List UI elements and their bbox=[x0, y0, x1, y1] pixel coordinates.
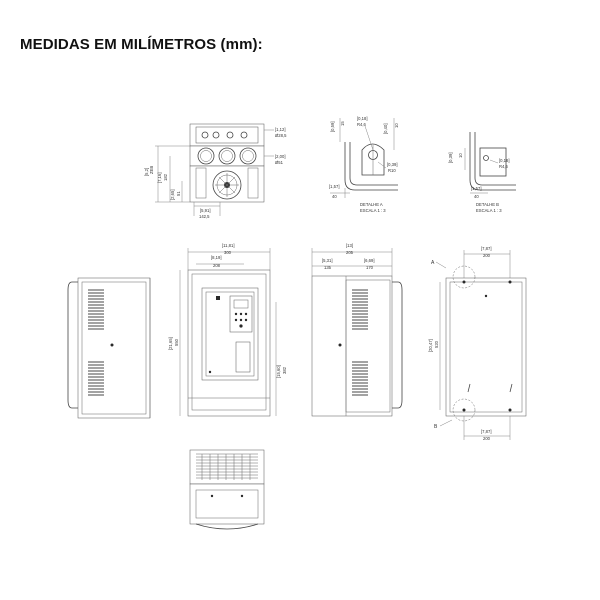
front-dim-part-h-mm: 382 bbox=[282, 366, 287, 374]
detail-a-r2-mm: R10 bbox=[388, 168, 396, 173]
bottom-upper-block bbox=[189, 449, 265, 485]
side-dim-w1-in: [5,31] bbox=[322, 258, 332, 263]
cable-gland-hole bbox=[212, 131, 220, 139]
rear-dim-bottom-in: [7,87] bbox=[481, 429, 491, 434]
cable-gland-hole bbox=[201, 131, 209, 139]
detail-b-tab bbox=[479, 147, 507, 177]
detail-a-v2-mm: 10 bbox=[394, 123, 399, 128]
front-module bbox=[235, 341, 251, 373]
top-dim-d1-mm: Ø28,5 bbox=[275, 133, 287, 138]
top-dim-h2-in: [7,16] bbox=[157, 173, 162, 183]
detail-b-v1-in: [0,39] bbox=[448, 153, 453, 163]
left-side-view bbox=[67, 277, 151, 419]
side-dim-width-mm: 205 bbox=[346, 250, 354, 255]
rear-dim-height-in: [20,47] bbox=[428, 339, 433, 352]
vent-grille-lower bbox=[352, 361, 368, 396]
mount-hole bbox=[508, 408, 512, 412]
top-view-middle-block bbox=[189, 145, 265, 167]
rear-label-b: B bbox=[434, 424, 438, 430]
front-view: [11,81] 300 [8,19] 208 [21,65] 550 [15,6… bbox=[168, 243, 287, 417]
top-view: [1,12] Ø28,5 [2,00] Ø51 [5,2] ZEB [7,16]… bbox=[144, 123, 287, 219]
large-cable-hole bbox=[239, 147, 257, 165]
side-dim-w2-mm: 170 bbox=[366, 265, 374, 270]
detail-a-r1-mm: R4,6 bbox=[357, 122, 367, 127]
top-dim-d2-mm: Ø51 bbox=[275, 160, 284, 165]
detail-a-r2-in: [0,39] bbox=[387, 162, 397, 167]
top-dim-h3-mm: 51 bbox=[176, 191, 181, 196]
front-dim-height-in: [21,65] bbox=[168, 337, 173, 350]
page-title: MEDIDAS EM MILÍMETROS (mm): bbox=[20, 36, 263, 53]
detail-b-v1-mm: 10 bbox=[458, 153, 463, 158]
detail-b-r1-in: [0,18] bbox=[499, 158, 509, 163]
right-side-view: [13] 205 [5,31] 135 [6,69] 170 bbox=[311, 243, 403, 417]
detail-a: [0,59] 15 [0,18] R4,6 [0,40] 10 [0,39] R… bbox=[329, 116, 399, 213]
detail-a-r1-in: [0,18] bbox=[357, 116, 367, 121]
top-dim-h3-in: [2,65] bbox=[170, 190, 175, 200]
detail-a-bracket bbox=[344, 142, 398, 191]
detail-a-h-mm: 40 bbox=[332, 194, 337, 199]
top-dim-w1-in: [5,91] bbox=[200, 208, 210, 213]
mount-hole bbox=[462, 280, 466, 284]
top-dim-w1-mm: 142,5 bbox=[199, 214, 210, 219]
front-dim-part-mm: 208 bbox=[213, 263, 221, 268]
side-dim-width-in: [13] bbox=[346, 243, 353, 248]
front-dim-part-in: [8,19] bbox=[211, 255, 221, 260]
right-side-cover bbox=[392, 281, 403, 409]
cable-gland-hole bbox=[226, 131, 234, 139]
display-screen bbox=[233, 299, 249, 309]
detail-b-h-mm: 40 bbox=[474, 194, 479, 199]
detail-b-h-in: [1,57] bbox=[471, 186, 481, 191]
rear-dim-top-mm: 200 bbox=[483, 253, 491, 258]
cable-gland-hole bbox=[240, 131, 248, 139]
bottom-view bbox=[189, 449, 265, 530]
detail-b-bracket bbox=[469, 132, 516, 191]
top-dim-d2-in: [2,00] bbox=[275, 154, 285, 159]
detail-b-r1-mm: R4,6 bbox=[499, 164, 509, 169]
detail-b: [0,39] 10 [0,18] R4,6 [1,57] 40 DETALHE … bbox=[448, 132, 516, 213]
rear-dim-bottom-mm: 200 bbox=[483, 436, 491, 441]
top-dim-h1-in: [5,2] bbox=[144, 168, 149, 176]
vent-grille-upper bbox=[352, 289, 368, 330]
detail-a-caption: DETALHE A bbox=[360, 202, 383, 207]
side-dim-w2-in: [6,69] bbox=[364, 258, 374, 263]
detail-a-v1-in: [0,59] bbox=[330, 122, 335, 132]
top-dim-h2-mm: 182 bbox=[163, 173, 168, 181]
left-side-cover bbox=[67, 281, 81, 409]
front-dim-width-mm: 300 bbox=[224, 250, 232, 255]
bottom-lower-block bbox=[189, 483, 265, 525]
vent-grille-lower bbox=[88, 361, 104, 396]
bottom-vent-grid bbox=[196, 453, 258, 480]
detail-b-caption: DETALHE B bbox=[476, 202, 499, 207]
rear-view: A B [7,87] 200 [20,47] 520 [7,87] 200 bbox=[428, 246, 527, 441]
large-cable-hole bbox=[197, 147, 215, 165]
side-dim-w1-mm: 135 bbox=[324, 265, 332, 270]
rear-body bbox=[445, 277, 527, 417]
detail-a-v1-mm: 15 bbox=[340, 121, 345, 126]
large-cable-hole bbox=[218, 147, 236, 165]
top-dim-h1-mm: ZEB bbox=[149, 166, 154, 174]
detail-b-marker bbox=[452, 398, 476, 422]
rear-dim-top-in: [7,87] bbox=[481, 246, 491, 251]
detail-b-hole bbox=[483, 155, 489, 161]
mount-hole bbox=[462, 408, 466, 412]
rear-dim-height-mm: 520 bbox=[434, 340, 439, 348]
detail-a-scale: ESCALA 1 : 3 bbox=[360, 208, 386, 213]
detail-b-scale: ESCALA 1 : 3 bbox=[476, 208, 502, 213]
front-dim-height-mm: 550 bbox=[174, 338, 179, 346]
front-dim-part-h-in: [15,60] bbox=[276, 365, 281, 378]
mount-hole bbox=[508, 280, 512, 284]
vent-grille-upper bbox=[88, 289, 104, 330]
detail-a-tab bbox=[361, 143, 385, 176]
front-dim-width-in: [11,81] bbox=[222, 243, 235, 248]
detail-a-h-in: [1,57] bbox=[329, 184, 339, 189]
fan-icon bbox=[212, 170, 242, 200]
detail-a-marker bbox=[452, 265, 476, 289]
rear-label-a: A bbox=[431, 260, 435, 266]
detail-a-v2-in: [0,40] bbox=[383, 124, 388, 134]
top-dim-d1-in: [1,12] bbox=[275, 127, 285, 132]
